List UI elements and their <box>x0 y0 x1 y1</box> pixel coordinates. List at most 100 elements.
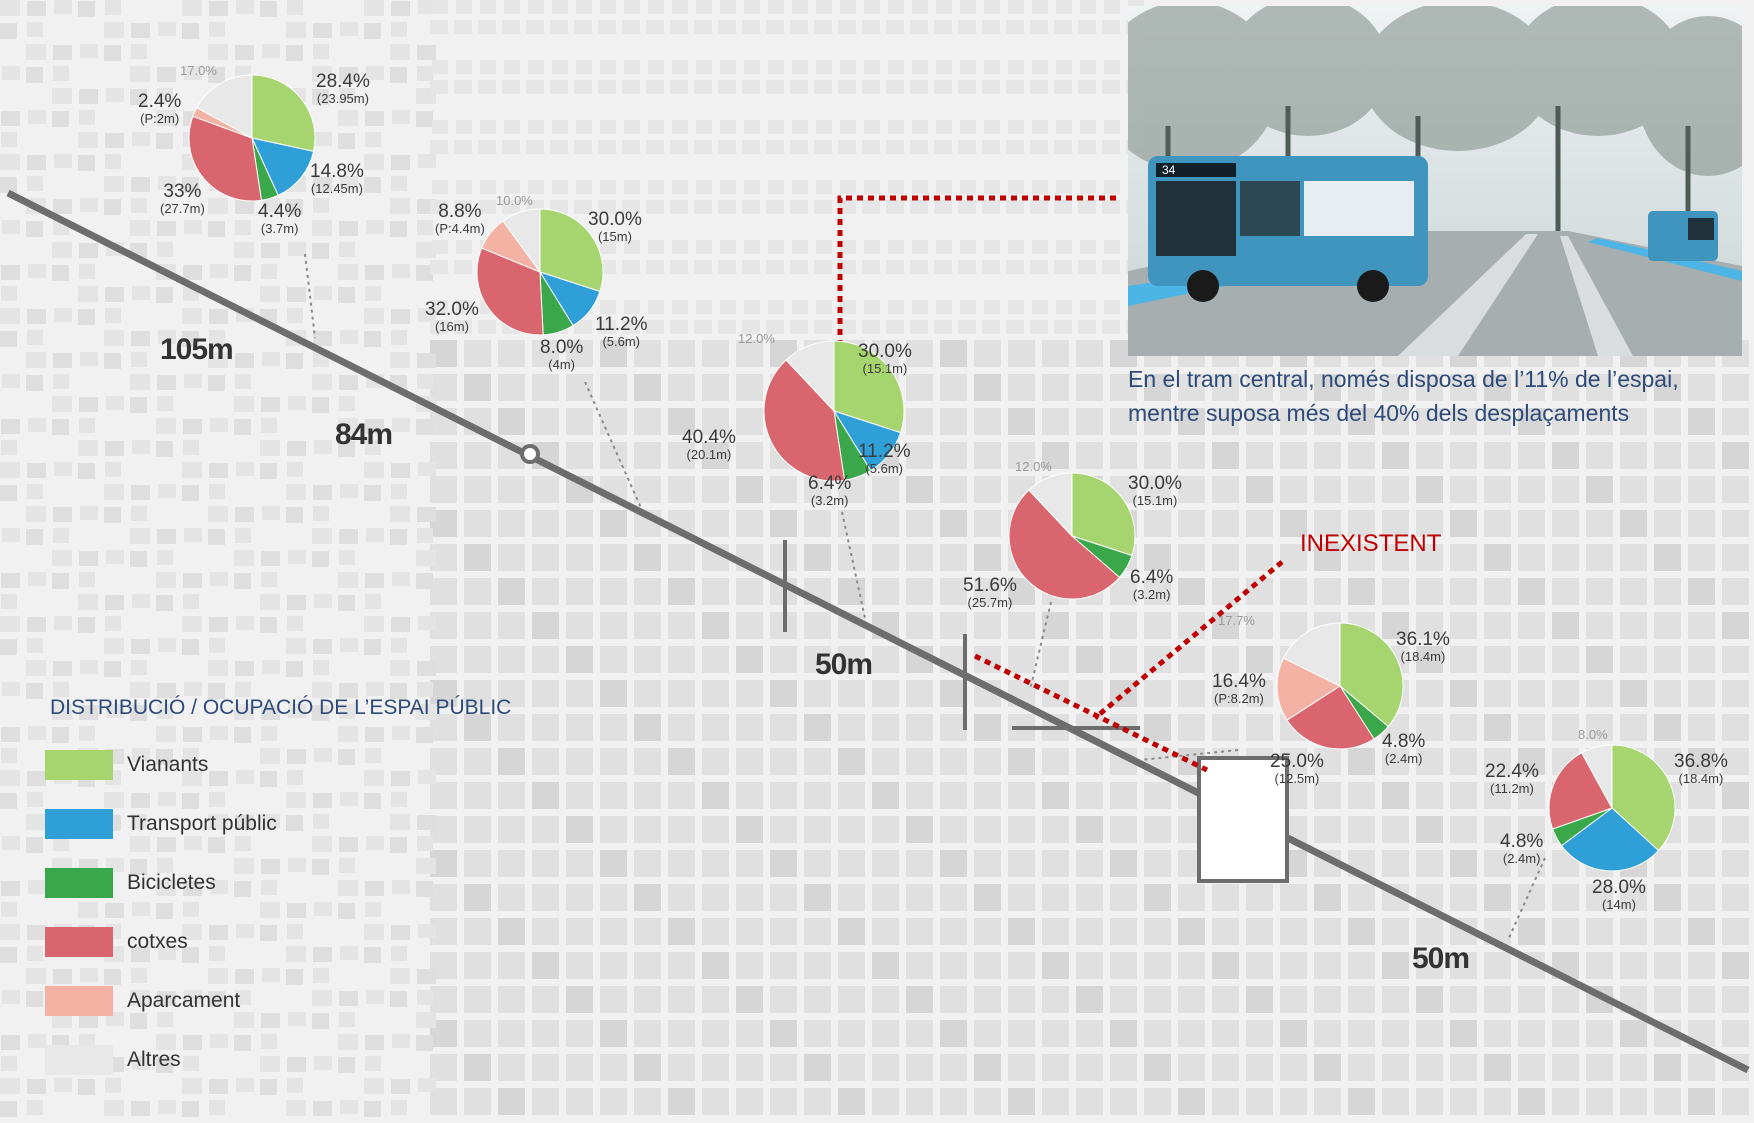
city-block <box>390 837 407 853</box>
city-block <box>1518 918 1545 945</box>
city-block <box>78 309 95 325</box>
city-block <box>1348 918 1375 945</box>
city-block <box>235 528 251 543</box>
city-block <box>910 140 928 154</box>
city-block <box>391 1100 407 1115</box>
city-block <box>600 714 627 741</box>
city-block <box>838 140 856 154</box>
city-block <box>940 748 967 775</box>
pie-slice <box>251 137 315 196</box>
city-block <box>886 80 904 94</box>
city-block <box>982 140 1000 154</box>
city-block <box>974 714 1001 741</box>
city-block <box>1246 1020 1273 1047</box>
city-block <box>624 120 640 134</box>
city-block <box>974 374 1001 401</box>
city-block <box>910 20 928 34</box>
city-block <box>235 836 251 851</box>
city-block <box>552 60 568 74</box>
pie-slice <box>833 340 905 434</box>
city-block <box>872 544 899 571</box>
city-block <box>766 140 784 154</box>
city-block <box>838 578 865 605</box>
city-block <box>1056 60 1072 74</box>
city-block <box>1 1056 17 1071</box>
city-block <box>260 925 277 941</box>
pie-width-label: (3.2m) <box>810 493 849 508</box>
city-block <box>27 925 46 940</box>
city-block <box>27 22 43 37</box>
city-block <box>532 612 559 639</box>
city-block <box>1552 680 1579 707</box>
city-block <box>158 1100 176 1114</box>
city-block <box>78 594 98 610</box>
city-block <box>286 22 306 38</box>
city-block <box>872 476 899 503</box>
city-block <box>532 476 559 503</box>
city-block <box>1348 408 1375 435</box>
pie-data-label: 12.0% <box>1015 460 1052 473</box>
city-block <box>940 442 967 469</box>
city-block <box>838 952 865 979</box>
city-block <box>1104 0 1120 14</box>
city-block <box>262 506 280 520</box>
city-block <box>339 550 355 565</box>
city-block <box>1450 544 1477 571</box>
city-block <box>26 683 43 699</box>
city-block <box>464 782 491 809</box>
pie-percent-label: 4.4% <box>258 201 302 222</box>
city-block <box>532 1088 559 1115</box>
city-block <box>390 991 407 1007</box>
pie-width-label: (P:8.2m) <box>1214 691 1264 706</box>
city-block <box>1620 680 1647 707</box>
city-block <box>498 680 525 707</box>
city-block <box>104 507 121 523</box>
city-block <box>1722 748 1749 775</box>
city-block <box>338 572 358 588</box>
city-block <box>1348 986 1375 1013</box>
city-block <box>532 544 559 571</box>
city-block <box>390 968 410 984</box>
city-block <box>694 200 712 214</box>
city-block <box>1722 374 1749 401</box>
city-block <box>366 836 384 850</box>
city-block <box>1246 408 1273 435</box>
city-block <box>1314 408 1341 435</box>
city-block <box>634 850 661 877</box>
pie-percent-label: 17.0% <box>180 63 217 78</box>
city-block <box>498 1088 525 1115</box>
city-block <box>1416 986 1443 1013</box>
pie-data-label: 4.8%(2.4m) <box>1500 832 1543 865</box>
city-block <box>28 572 46 586</box>
pie-slice <box>502 208 541 274</box>
city-block <box>634 340 661 367</box>
city-block <box>430 1088 457 1115</box>
city-block <box>872 918 899 945</box>
city-block <box>934 140 952 154</box>
city-block <box>1008 1020 1035 1047</box>
city-block <box>1688 1054 1715 1081</box>
city-block <box>1102 260 1120 274</box>
city-block <box>1654 578 1681 605</box>
city-block <box>1008 1088 1035 1115</box>
city-block <box>1586 408 1613 435</box>
city-block <box>498 544 525 571</box>
city-block <box>1008 60 1024 74</box>
city-block <box>1722 816 1749 843</box>
city-block <box>27 309 46 324</box>
city-block <box>184 990 202 1004</box>
city-block <box>1518 748 1545 775</box>
city-block <box>391 946 407 961</box>
city-block <box>906 578 933 605</box>
city-block <box>26 506 46 522</box>
city-block <box>974 816 1001 843</box>
city-block <box>1518 1054 1545 1081</box>
city-block <box>1178 442 1205 469</box>
city-block <box>1212 1088 1239 1115</box>
city-block <box>132 440 150 454</box>
city-block <box>872 510 899 537</box>
city-block <box>27 484 43 499</box>
city-block <box>417 990 433 1005</box>
city-block <box>1042 612 1069 639</box>
city-block <box>1056 300 1072 314</box>
